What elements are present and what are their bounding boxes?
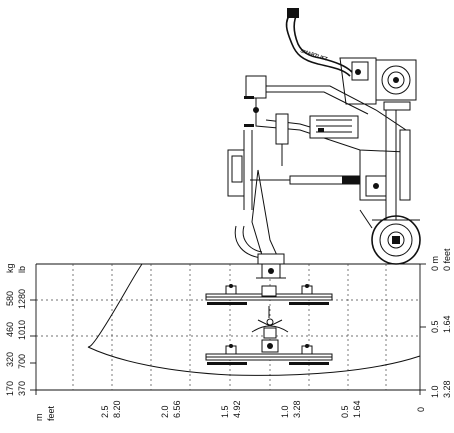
m-tick-label: 0.5 bbox=[340, 405, 350, 418]
kg-tick-label: 170 bbox=[5, 381, 15, 396]
right-m-label: 0 m bbox=[430, 256, 440, 271]
suction-cup bbox=[207, 302, 247, 305]
vacuum-lifter-head bbox=[205, 284, 333, 365]
ft-tick-label: 8.20 bbox=[112, 400, 122, 418]
lb-tick-label: 1010 bbox=[17, 320, 27, 340]
lb-tick-label: 370 bbox=[17, 381, 27, 396]
m-tick-label: 1.5 bbox=[220, 405, 230, 418]
vacuum-hose bbox=[285, 11, 351, 77]
lb-tick-label: 1280 bbox=[17, 289, 27, 309]
unit-kg-label: kg bbox=[5, 263, 15, 273]
wheel bbox=[371, 215, 421, 265]
m-tick-label: 2.0 bbox=[160, 405, 170, 418]
m-tick-label: 0 bbox=[416, 407, 426, 412]
kg-tick-label: 580 bbox=[5, 291, 15, 306]
load-grid bbox=[35, 263, 421, 395]
lb-tick-label: 700 bbox=[17, 354, 27, 369]
left-axis-labels: kg lb 580 1280 460 1010 320 700 170 370 bbox=[5, 263, 27, 396]
ft-tick-label: 3.28 bbox=[292, 400, 302, 418]
right-ft-label: 0 feet bbox=[442, 248, 452, 271]
ft-tick-label: 4.92 bbox=[232, 400, 242, 418]
right-m-label: 1.0 bbox=[430, 385, 440, 398]
right-axis-labels: 0 m 0 feet 0.5 1.64 1.0 3.28 bbox=[430, 248, 452, 398]
ft-tick-label: 6.56 bbox=[172, 400, 182, 418]
right-axis-ticks bbox=[420, 263, 426, 391]
suction-cup bbox=[289, 362, 329, 365]
control-box bbox=[309, 115, 359, 139]
lifting-machine: SMARTLIFT bbox=[227, 8, 421, 279]
kg-tick-label: 460 bbox=[5, 322, 15, 337]
bottom-axis-labels: m feet 2.5 8.20 2.0 6.56 1.5 4.92 1.0 3.… bbox=[34, 400, 426, 421]
ft-tick-label: 1.64 bbox=[352, 400, 362, 418]
right-ft-label: 3.28 bbox=[442, 380, 452, 398]
machine-decal: SMARTLIFT bbox=[299, 48, 328, 62]
suction-cup bbox=[289, 302, 329, 305]
right-ft-label: 1.64 bbox=[442, 315, 452, 333]
kg-tick-label: 320 bbox=[5, 352, 15, 367]
m-tick-label: 2.5 bbox=[100, 405, 110, 418]
unit-lb-label: lb bbox=[17, 266, 27, 273]
m-tick-label: 1.0 bbox=[280, 405, 290, 418]
suction-cup bbox=[207, 362, 247, 365]
right-m-label: 0.5 bbox=[430, 320, 440, 333]
left-axis-ticks bbox=[30, 299, 36, 391]
load-envelope-curve bbox=[87, 263, 421, 376]
unit-m-label: m bbox=[34, 414, 44, 422]
unit-feet-label: feet bbox=[46, 405, 56, 421]
